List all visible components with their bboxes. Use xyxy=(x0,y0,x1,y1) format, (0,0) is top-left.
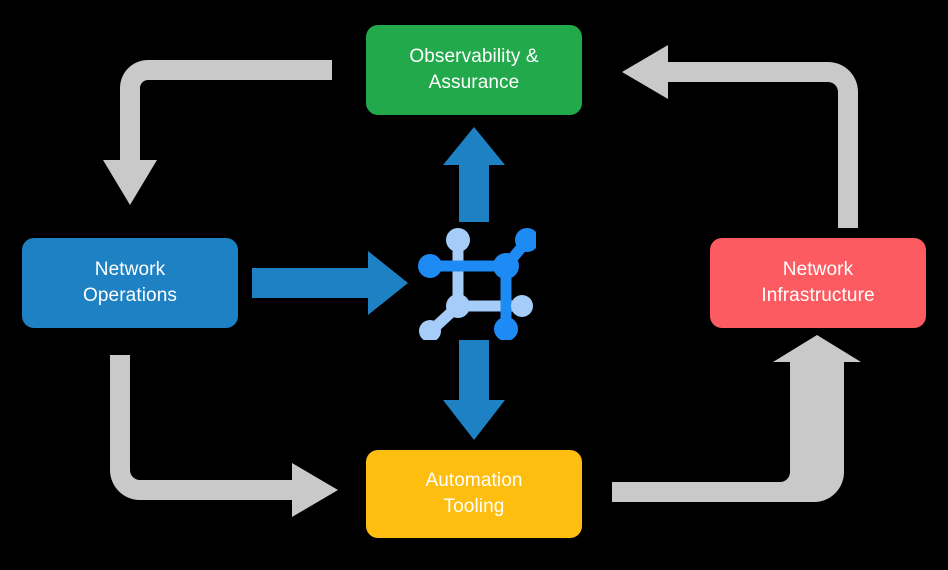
gray-arrow-operations-to-automation xyxy=(110,355,338,517)
node-box-network-operations[interactable]: Network Operations xyxy=(22,238,238,328)
gray-arrow-observability-to-operations xyxy=(103,60,332,205)
gray-arrow-infrastructure-to-observability xyxy=(622,45,858,228)
node-box-network-infrastructure[interactable]: Network Infrastructure xyxy=(710,238,926,328)
topology-nodes-primary xyxy=(418,228,536,340)
topology-nodes-secondary xyxy=(419,228,533,340)
network-topology-icon xyxy=(418,228,536,340)
blue-arrow-center-to-automation xyxy=(443,340,505,440)
node-box-observability[interactable]: Observability & Assurance xyxy=(366,25,582,115)
gray-arrow-automation-to-infrastructure xyxy=(612,335,861,502)
blue-arrow-operations-to-center xyxy=(252,251,408,315)
node-box-automation-tooling[interactable]: Automation Tooling xyxy=(366,450,582,538)
blue-arrow-center-to-observability xyxy=(443,127,505,222)
